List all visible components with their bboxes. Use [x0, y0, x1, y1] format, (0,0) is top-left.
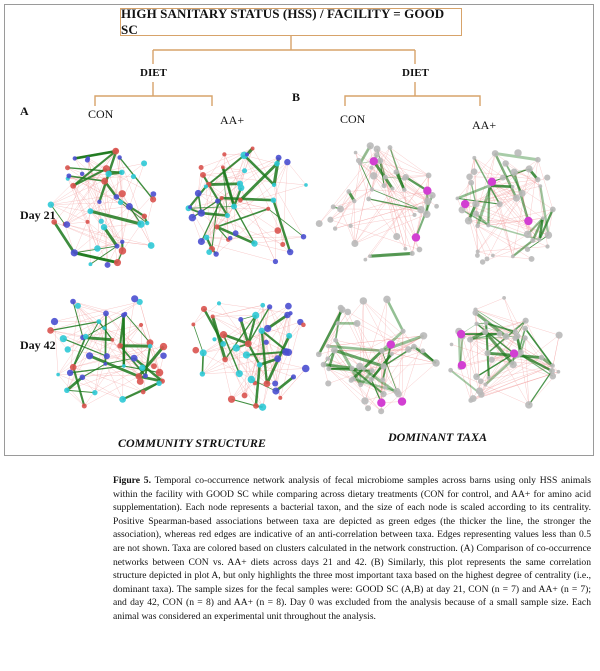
panel-b-aa-label: AA+: [472, 118, 497, 132]
panel-a-letter: A: [20, 104, 29, 118]
panel-b-diet-label: DIET: [402, 67, 429, 79]
figure-header: HIGH SANITARY STATUS (HSS) / FACILITY = …: [120, 6, 462, 37]
panel-b-con-label: CON: [340, 112, 366, 126]
panel-a-con-label: CON: [88, 107, 114, 121]
panel-b-letter: B: [292, 90, 301, 104]
panel-a-footer: COMMUNITY STRUCTURE: [118, 436, 266, 450]
network-b-con-day42: [315, 295, 440, 415]
diet-tree-connectors: [94, 36, 481, 106]
row-label-day42: Day 42: [20, 338, 56, 352]
network-a-aa-day42: [191, 301, 310, 411]
panel-a-diet-label: DIET: [140, 67, 167, 79]
network-a-aa-day21: [185, 146, 308, 265]
panel-a-aa-label: AA+: [220, 113, 245, 127]
caption-text: Temporal co-occurrence network analysis …: [113, 475, 591, 622]
figure-caption: Figure 5. Temporal co-occurrence network…: [113, 474, 591, 624]
row-label-day21: Day 21: [20, 208, 56, 222]
network-b-aa-day21: [455, 149, 556, 265]
caption-figure-label: Figure 5.: [113, 475, 151, 486]
network-b-con-day21: [315, 142, 439, 262]
network-b-aa-day42: [448, 296, 563, 409]
network-a-con-day42: [47, 295, 168, 409]
network-a-con-day21: [47, 147, 157, 268]
panel-b-footer: DOMINANT TAXA: [388, 430, 488, 444]
